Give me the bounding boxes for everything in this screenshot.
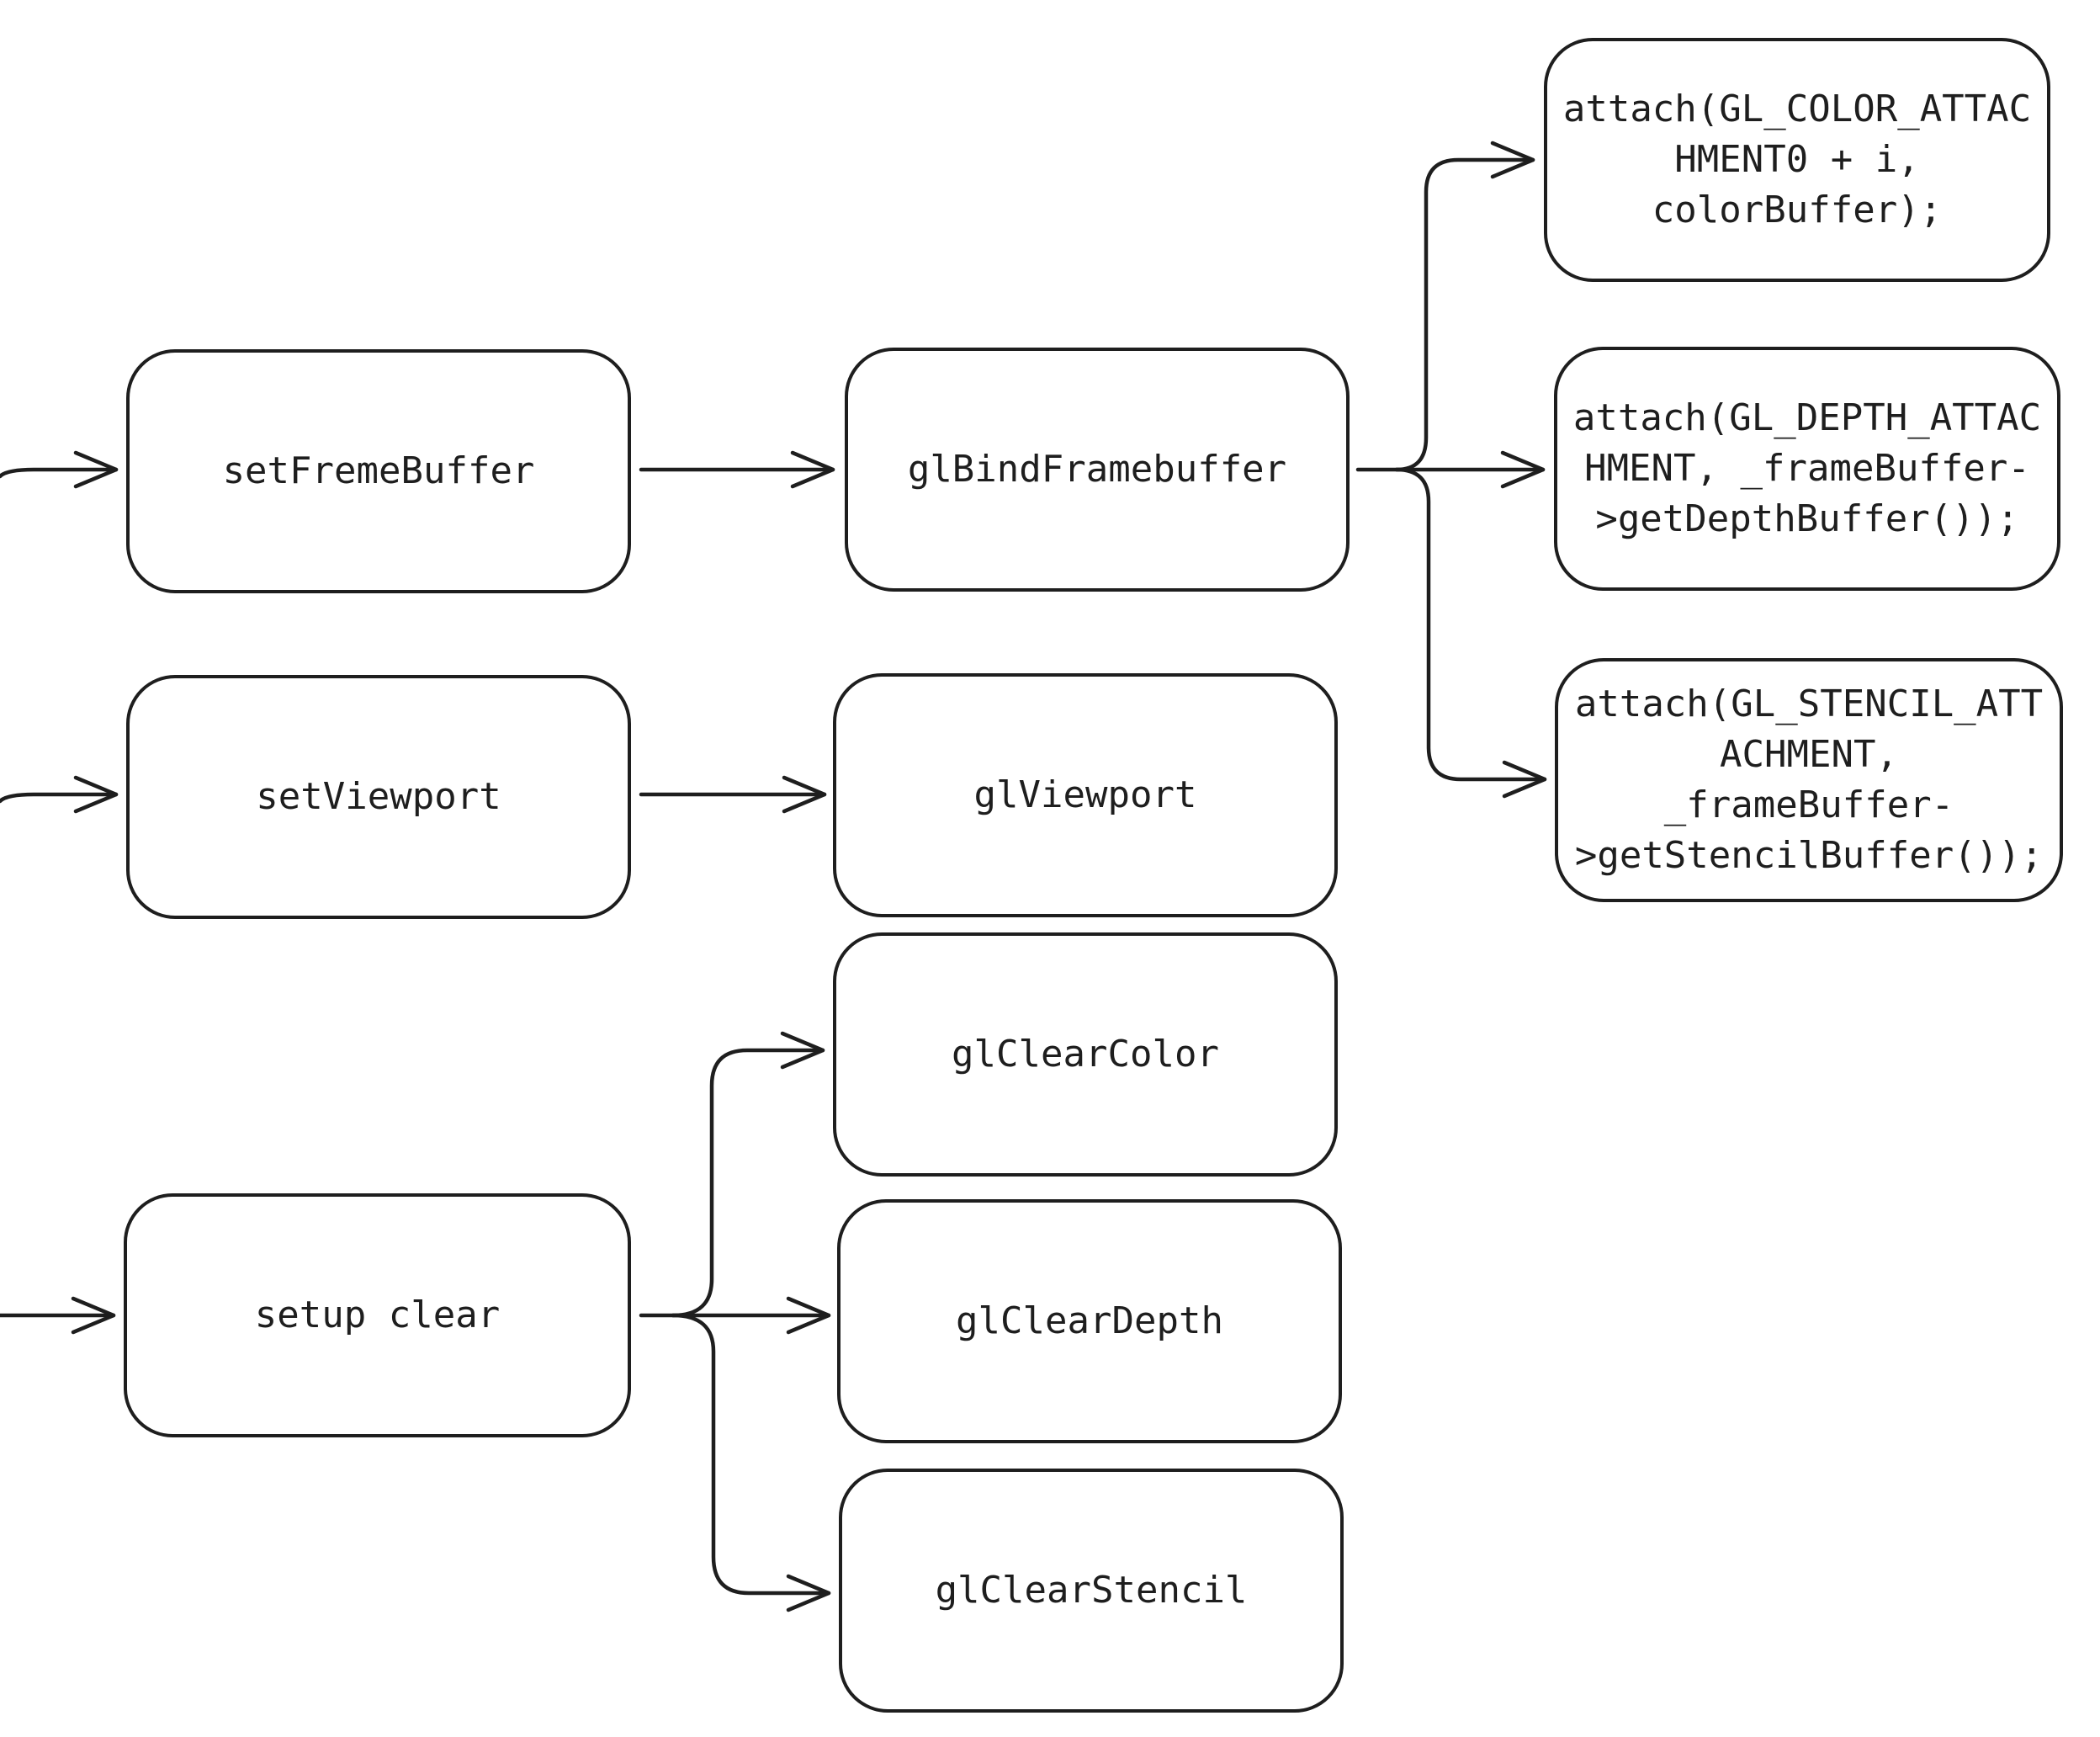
node-text-block: attach(GL_DEPTH_ATTAC HMENT, _frameBuffe…	[1573, 393, 2041, 544]
node-line: attach(GL_COLOR_ATTAC	[1562, 88, 2032, 130]
node-line: HMENT0 + i,	[1674, 138, 1920, 181]
node-glcleardepth[interactable]: glClearDepth	[837, 1199, 1342, 1443]
arrow-setupclear-to-glclearstencil	[671, 1313, 831, 1596]
node-glbindframebuffer[interactable]: glBindFramebuffer	[845, 348, 1350, 592]
node-label: glBindFramebuffer	[907, 448, 1287, 491]
node-line: colorBuffer);	[1652, 189, 1943, 231]
arrow-setupclear-to-glclearcolor	[639, 1048, 825, 1318]
node-line: ACHMENT,	[1720, 733, 1898, 776]
arrowhead-setfremebuffer-to-glbindframebuffer	[790, 450, 835, 489]
node-attach-color[interactable]: attach(GL_COLOR_ATTAC HMENT0 + i, colorB…	[1544, 38, 2050, 282]
node-label: glClearColor	[952, 1033, 1219, 1076]
node-setviewport[interactable]: setViewport	[126, 675, 631, 919]
arrow-glbind-to-attach-color	[1355, 157, 1535, 472]
node-label: setFremeBuffer	[222, 449, 535, 492]
node-label: setup clear	[254, 1293, 501, 1336]
arrow-into-setfremebuffer	[0, 467, 119, 479]
arrowhead-glclearcolor	[780, 1031, 825, 1070]
node-label: glClearStencil	[935, 1569, 1248, 1612]
node-setup-clear[interactable]: setup clear	[124, 1193, 631, 1437]
node-text-block: attach(GL_STENCIL_ATT ACHMENT, _frameBuf…	[1575, 679, 2043, 881]
arrowhead-attach-color	[1490, 141, 1535, 179]
node-line: attach(GL_STENCIL_ATT	[1574, 683, 2044, 725]
node-setfremebuffer[interactable]: setFremeBuffer	[126, 349, 631, 593]
node-glclearcolor[interactable]: glClearColor	[833, 932, 1338, 1177]
arrowhead-into-setupclear	[71, 1296, 116, 1335]
node-glviewport[interactable]: glViewport	[833, 673, 1338, 917]
arrowhead-setviewport-to-glviewport	[782, 775, 827, 814]
node-line: HMENT, _frameBuffer-	[1584, 447, 2030, 490]
arrow-glbind-to-attach-stencil	[1394, 467, 1547, 782]
node-line: >getStencilBuffer());	[1574, 834, 2044, 877]
node-line: _frameBuffer-	[1663, 784, 1954, 826]
node-glclearstencil[interactable]: glClearStencil	[839, 1469, 1344, 1713]
node-label: glClearDepth	[956, 1299, 1223, 1342]
node-label: setViewport	[256, 775, 501, 818]
arrowhead-attach-depth	[1500, 450, 1546, 489]
node-attach-stencil[interactable]: attach(GL_STENCIL_ATT ACHMENT, _frameBuf…	[1555, 658, 2063, 902]
arrowhead-into-setfremebuffer	[73, 450, 119, 489]
arrow-into-setviewport	[0, 792, 119, 804]
node-attach-depth[interactable]: attach(GL_DEPTH_ATTAC HMENT, _frameBuffe…	[1554, 347, 2060, 591]
node-text-block: attach(GL_COLOR_ATTAC HMENT0 + i, colorB…	[1563, 84, 2031, 236]
node-label: glViewport	[973, 773, 1197, 816]
arrowhead-glcleardepth	[786, 1296, 831, 1335]
node-line: attach(GL_DEPTH_ATTAC	[1572, 396, 2042, 439]
arrowhead-into-setviewport	[73, 775, 119, 814]
node-line: >getDepthBuffer());	[1595, 497, 2019, 540]
arrowhead-attach-stencil	[1502, 760, 1547, 799]
arrowhead-glclearstencil	[786, 1574, 831, 1612]
